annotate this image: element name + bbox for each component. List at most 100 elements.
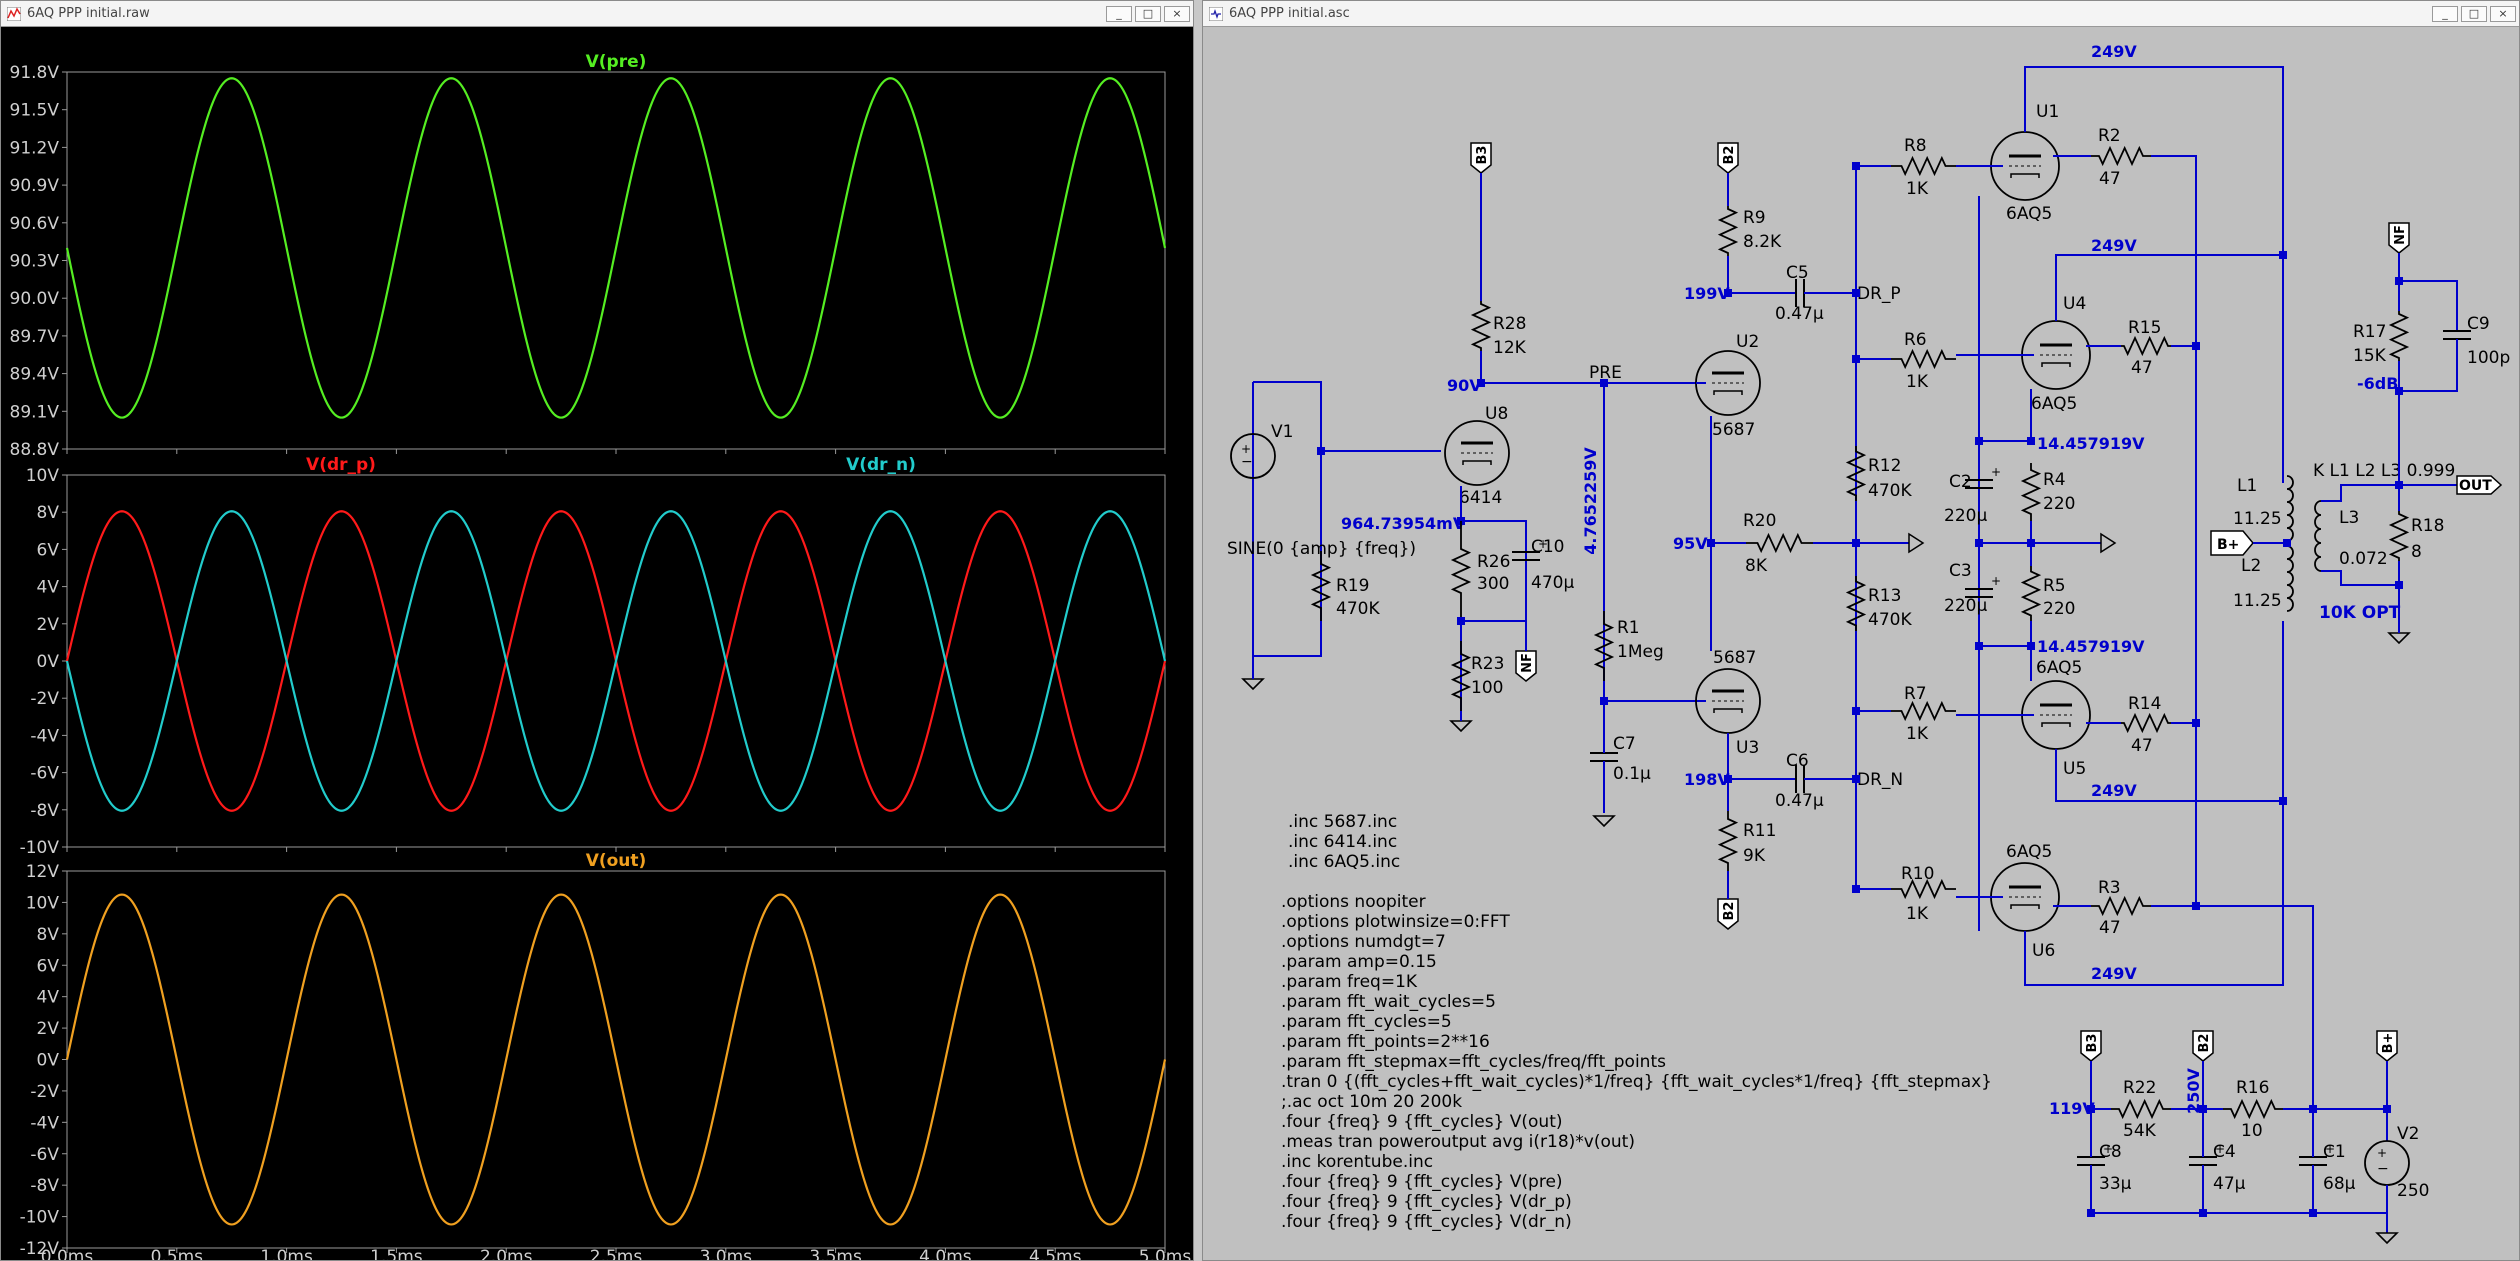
node-voltage: 249V [2091,964,2137,983]
x-tick-label: 3.0ms [700,1247,753,1260]
port-label: B+ [2217,537,2239,553]
wire [2055,254,2283,321]
y-tick-label: 0V [37,652,60,672]
resistor[interactable] [2091,895,2151,917]
node-voltage: 250V [2184,1067,2203,1113]
spice-directives[interactable]: .inc 5687.inc.inc 6414.inc.inc 6AQ5.inc.… [1281,812,1992,1232]
resistor[interactable] [1450,521,1472,621]
port-flag[interactable]: NF [1515,650,1537,682]
component-label: U4 [2063,294,2086,314]
resistor[interactable] [2388,511,2410,561]
port-flag[interactable]: B3 [1470,142,1492,174]
port-flag-b-plus[interactable]: B+ [2210,530,2254,556]
polarity-mark: + [2103,1142,2113,1156]
resistor[interactable] [1746,532,1813,554]
inductor-coil[interactable] [2314,500,2322,572]
x-tick-label: 0.0ms [41,1247,94,1260]
y-tick-label: -2V [30,689,59,709]
close-button[interactable]: × [2490,5,2516,22]
polarity-mark: − [1241,454,1253,470]
directive-line: .param fft_points=2**16 [1281,1032,1490,1052]
wire [1979,389,2032,442]
component-label: 6AQ5 [2006,204,2052,224]
node-voltage: 14.457919V [2037,434,2145,453]
resistor[interactable] [1593,611,1615,681]
component-label: 47 [2131,358,2153,378]
component-label: 33µ [2099,1174,2132,1194]
resistor[interactable] [1845,446,1867,501]
plot-pane-3[interactable]: 12V10V8V6V4V2V0V-2V-4V-6V-8V-10V-12VV(ou… [20,851,1167,1259]
maximize-button[interactable]: □ [2461,5,2487,22]
junction [1975,437,1983,445]
resistor[interactable] [1470,301,1492,351]
resistor[interactable] [2388,311,2410,361]
plot-pane-1[interactable]: 91.8V91.5V91.2V90.9V90.6V90.3V90.0V89.7V… [10,52,1167,460]
minimize-button[interactable]: _ [2432,5,2458,22]
waveform-titlebar[interactable]: 6AQ PPP initial.raw _ □ × [1,1,1193,27]
resistor[interactable] [1450,641,1472,711]
port-label: B3 [1475,146,1490,165]
component-label: 100p [2467,348,2510,368]
resistor[interactable] [2111,1098,2171,1120]
resistor[interactable] [1717,206,1739,256]
component-label: 8.2K [1743,232,1782,252]
polarity-mark: + [1991,465,2001,479]
component-label: R5 [2043,576,2066,596]
trace-vout[interactable] [65,893,1167,1226]
polarity-mark: + [1991,574,2001,588]
plot-pane-2[interactable]: 10V8V6V4V2V0V-2V-4V-6V-8V-10VV(dr_p)V(dr… [20,455,1167,858]
close-button[interactable]: × [1164,5,1190,22]
port-flag[interactable]: B3 [2080,1030,2102,1062]
component-label: SINE(0 {amp} {freq}) [1227,539,1416,559]
voltage-source-icon[interactable] [1230,433,1276,479]
port-flag[interactable]: NF [2388,222,2410,254]
waveform-plot-area[interactable]: 91.8V91.5V91.2V90.9V90.6V90.3V90.0V89.7V… [1,27,1193,1260]
port-flag[interactable]: B+ [2376,1030,2398,1062]
vacuum-tube-icon[interactable] [1444,420,1510,486]
resistor[interactable] [1845,576,1867,631]
resistor[interactable] [2020,566,2042,621]
resistor[interactable] [2091,145,2151,167]
component-label: C8 [2099,1142,2122,1162]
component-label: 250 [2397,1181,2429,1201]
schematic-titlebar[interactable]: 6AQ PPP initial.asc _ □ × [1203,1,2519,27]
polarity-mark: + [1241,442,1251,456]
port-flag[interactable]: B2 [1717,142,1739,174]
resistor[interactable] [2121,712,2171,734]
trace-vpre[interactable] [65,77,1167,419]
minimize-button[interactable]: _ [1106,5,1132,22]
trace-vdr-n[interactable] [65,510,1167,812]
resistor[interactable] [1891,700,1956,722]
resistor[interactable] [1717,811,1739,871]
resistor[interactable] [1891,348,1956,370]
directive-line: .four {freq} 9 {fft_cycles} V(out) [1281,1112,1563,1132]
inductor-coil[interactable] [2286,475,2294,542]
port-flag[interactable]: B2 [1717,898,1739,930]
maximize-button[interactable]: □ [1135,5,1161,22]
inductor-coil[interactable] [2286,545,2294,612]
resistor[interactable] [2223,1098,2283,1120]
junction [1457,617,1465,625]
component-label: 220µ [1944,506,1987,526]
port-flag-out[interactable]: OUT [2456,475,2503,495]
y-tick-label: 4V [37,578,60,598]
component-label: U5 [2063,759,2086,779]
trace-legend: V(dr_n) [846,455,916,475]
resistor[interactable] [1310,551,1332,621]
directive-line: .inc 6414.inc [1288,832,1397,852]
port-flag[interactable]: B2 [2192,1030,2214,1062]
resistor[interactable] [1891,155,1956,177]
junction [1975,539,1983,547]
polarity-mark: + [1538,537,1548,551]
junction [1317,447,1325,455]
resistor[interactable] [2020,463,2042,521]
resistor[interactable] [1891,878,1956,900]
resistor[interactable] [2121,335,2171,357]
component-label: R7 [1904,684,1927,704]
component-label: C4 [2213,1142,2236,1162]
junction [2395,581,2403,589]
polarity-mark: + [2325,1142,2335,1156]
